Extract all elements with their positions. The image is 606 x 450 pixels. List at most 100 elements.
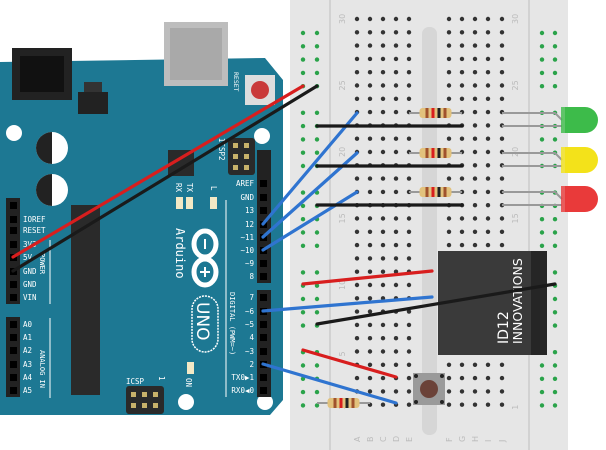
breadboard-hole[interactable]	[499, 136, 505, 141]
breadboard-hole[interactable]	[472, 16, 478, 22]
breadboard-hole[interactable]	[354, 349, 360, 354]
breadboard-hole[interactable]	[406, 216, 412, 221]
breadboard-hole[interactable]	[367, 389, 373, 394]
breadboard-hole[interactable]	[380, 375, 386, 381]
breadboard-hole[interactable]	[472, 43, 478, 48]
breadboard-hole[interactable]	[459, 136, 465, 141]
breadboard-hole[interactable]	[393, 336, 399, 341]
breadboard-hole[interactable]	[393, 96, 399, 102]
breadboard-hole[interactable]	[446, 16, 452, 22]
digital-pin[interactable]	[260, 273, 267, 280]
power-rail-hole[interactable]	[539, 376, 545, 381]
breadboard-hole[interactable]	[459, 402, 465, 407]
breadboard-hole[interactable]	[459, 96, 465, 102]
breadboard-hole[interactable]	[367, 322, 373, 328]
breadboard-hole[interactable]	[367, 216, 373, 221]
breadboard-hole[interactable]	[485, 83, 491, 88]
breadboard-hole[interactable]	[472, 83, 478, 88]
digital-pin[interactable]	[260, 194, 267, 201]
power-rail-hole[interactable]	[539, 70, 545, 76]
breadboard-hole[interactable]	[406, 56, 412, 62]
breadboard-hole[interactable]	[446, 30, 452, 35]
breadboard-hole[interactable]	[393, 16, 399, 22]
breadboard-hole[interactable]	[406, 43, 412, 48]
breadboard-hole[interactable]	[406, 242, 412, 248]
breadboard-hole[interactable]	[380, 282, 386, 288]
breadboard-hole[interactable]	[472, 362, 478, 367]
analog-pin[interactable]	[10, 347, 17, 354]
breadboard-hole[interactable]	[393, 256, 399, 261]
breadboard-hole[interactable]	[459, 216, 465, 221]
breadboard-hole[interactable]	[406, 70, 412, 75]
power-rail-hole[interactable]	[314, 30, 320, 36]
power-rail-hole[interactable]	[314, 363, 320, 368]
power-rail-hole[interactable]	[300, 323, 306, 328]
breadboard-hole[interactable]	[380, 362, 386, 367]
breadboard-hole[interactable]	[380, 43, 386, 48]
breadboard-hole[interactable]	[446, 96, 452, 102]
wire-pin6[interactable]	[261, 295, 434, 313]
breadboard-hole[interactable]	[472, 109, 478, 115]
power-rail-hole[interactable]	[552, 350, 558, 355]
breadboard-hole[interactable]	[393, 269, 399, 274]
breadboard-hole[interactable]	[380, 229, 386, 234]
breadboard-hole[interactable]	[380, 242, 386, 248]
power-pin[interactable]	[10, 294, 17, 301]
breadboard-hole[interactable]	[380, 30, 386, 35]
breadboard-hole[interactable]	[393, 349, 399, 354]
power-rail-hole[interactable]	[552, 137, 558, 142]
breadboard-hole[interactable]	[472, 96, 478, 102]
breadboard-hole[interactable]	[380, 149, 386, 155]
breadboard-hole[interactable]	[499, 56, 505, 62]
power-rail-hole[interactable]	[552, 44, 558, 49]
breadboard-hole[interactable]	[446, 402, 452, 407]
power-rail-hole[interactable]	[552, 30, 558, 36]
power-rail-hole[interactable]	[300, 30, 306, 36]
breadboard-hole[interactable]	[380, 136, 386, 141]
breadboard-hole[interactable]	[485, 56, 491, 62]
power-rail-hole[interactable]	[539, 57, 545, 62]
breadboard-hole[interactable]	[393, 229, 399, 234]
breadboard-hole[interactable]	[459, 176, 465, 181]
wire-gnd[interactable]	[11, 84, 319, 273]
breadboard-hole[interactable]	[472, 56, 478, 62]
breadboard-hole[interactable]	[459, 30, 465, 35]
power-rail-hole[interactable]	[539, 389, 545, 395]
breadboard-hole[interactable]	[446, 83, 452, 88]
wire-button-power[interactable]	[301, 348, 398, 379]
power-rail-hole[interactable]	[552, 70, 558, 76]
breadboard-hole[interactable]	[406, 322, 412, 328]
power-rail-hole[interactable]	[300, 163, 306, 169]
power-rail-hole[interactable]	[300, 310, 306, 315]
breadboard-hole[interactable]	[499, 362, 505, 367]
breadboard-hole[interactable]	[472, 163, 478, 168]
breadboard-hole[interactable]	[393, 282, 399, 288]
breadboard-hole[interactable]	[446, 375, 452, 381]
power-rail-hole[interactable]	[300, 389, 306, 395]
analog-pin[interactable]	[10, 334, 17, 341]
breadboard-hole[interactable]	[485, 242, 491, 248]
breadboard-hole[interactable]	[406, 375, 412, 381]
breadboard-hole[interactable]	[393, 109, 399, 115]
power-rail-hole[interactable]	[539, 403, 545, 408]
breadboard-hole[interactable]	[472, 229, 478, 234]
power-rail-hole[interactable]	[552, 217, 558, 222]
breadboard-hole[interactable]	[367, 43, 373, 48]
power-rail-hole[interactable]	[300, 230, 306, 235]
analog-pin[interactable]	[10, 387, 17, 394]
power-rail-hole[interactable]	[314, 137, 320, 142]
power-rail-hole[interactable]	[552, 243, 558, 248]
breadboard-hole[interactable]	[380, 402, 386, 407]
power-rail-hole[interactable]	[300, 44, 306, 49]
breadboard-hole[interactable]	[367, 136, 373, 141]
breadboard-hole[interactable]	[446, 216, 452, 221]
breadboard-hole[interactable]	[459, 242, 465, 248]
breadboard-hole[interactable]	[485, 149, 491, 155]
breadboard-hole[interactable]	[446, 176, 452, 181]
breadboard-hole[interactable]	[380, 216, 386, 221]
breadboard-hole[interactable]	[485, 70, 491, 75]
breadboard-hole[interactable]	[459, 389, 465, 394]
breadboard-hole[interactable]	[446, 229, 452, 234]
breadboard-hole[interactable]	[354, 176, 360, 181]
breadboard-hole[interactable]	[380, 389, 386, 394]
